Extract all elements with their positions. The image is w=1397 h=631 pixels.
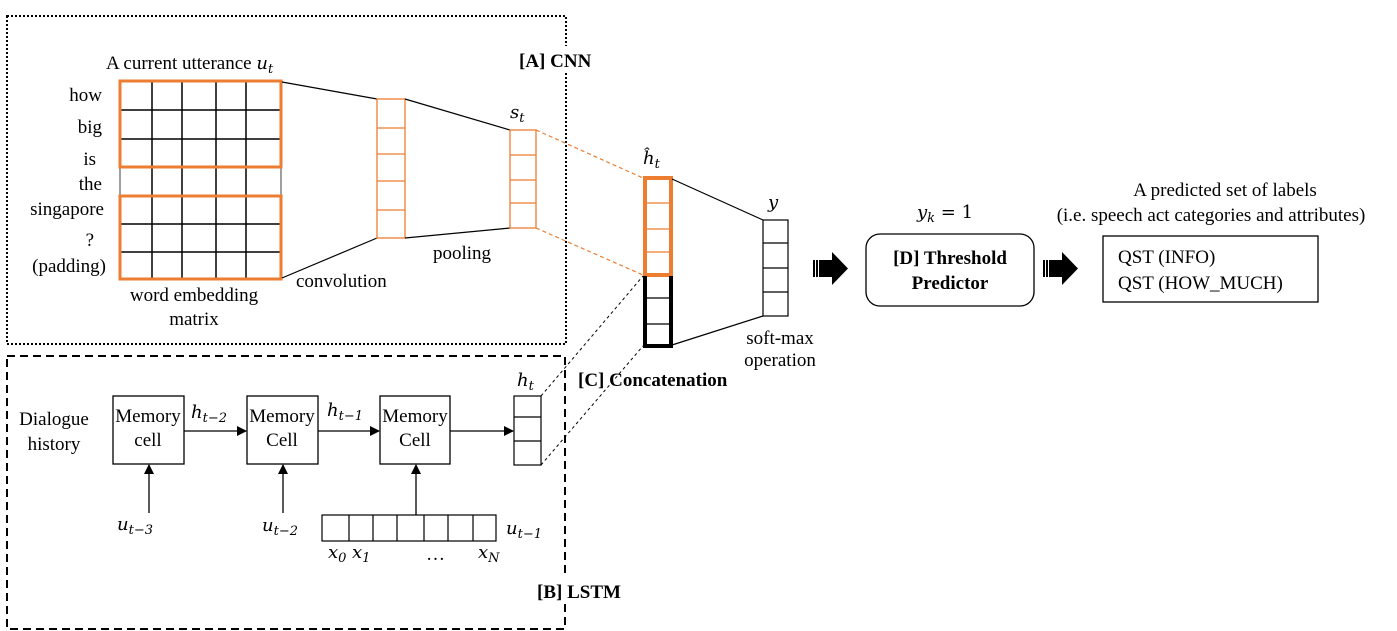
dialogue-history-line1: Dialogue bbox=[19, 409, 89, 430]
sentence-vector-st bbox=[509, 129, 537, 229]
word-label: singapore bbox=[30, 199, 104, 220]
pooling-label: pooling bbox=[433, 243, 492, 264]
block-arrow-right-icon bbox=[1043, 252, 1078, 285]
token-sequence bbox=[321, 514, 497, 542]
cnn-section-border bbox=[6, 15, 567, 345]
word-labels: how big is the singapore ? (padding) bbox=[30, 85, 106, 277]
word-label: is bbox=[83, 149, 96, 170]
memory-cell: Memory cell bbox=[112, 395, 185, 465]
concat-section-label: [C] Concatenation bbox=[578, 370, 728, 391]
st-label: st bbox=[510, 102, 525, 126]
st-projection-top bbox=[535, 129, 644, 179]
filter-window-top bbox=[118, 79, 283, 169]
predicted-label: QST (HOW_MUCH) bbox=[1118, 273, 1283, 294]
history-vector-ht bbox=[513, 395, 542, 466]
dialogue-history-line2: history bbox=[28, 434, 81, 455]
word-label: how bbox=[69, 85, 102, 106]
softmax-connector-top bbox=[671, 178, 764, 221]
word-label: (padding) bbox=[32, 256, 106, 277]
pool-connector-bottom bbox=[404, 227, 511, 239]
ht-projection-top bbox=[540, 275, 644, 397]
matrix-label-line2: matrix bbox=[169, 309, 219, 330]
word-embedding-matrix bbox=[119, 81, 282, 279]
token-label-x1: x1 bbox=[352, 542, 370, 566]
lstm-section-label: [B] LSTM bbox=[537, 582, 621, 603]
conv-connector-bottom bbox=[281, 237, 378, 279]
utterance-title: A current utterance ut bbox=[106, 53, 274, 77]
convolution-label: convolution bbox=[296, 271, 387, 292]
conv-connector-top bbox=[281, 81, 378, 100]
cnn-section-label: [A] CNN bbox=[519, 51, 592, 72]
softmax-label-line2: operation bbox=[744, 350, 816, 371]
ht-projection-bottom bbox=[540, 345, 644, 466]
svg-text:Memory: Memory bbox=[382, 406, 448, 427]
filter-window-bottom bbox=[118, 194, 283, 281]
predicted-label: QST (INFO) bbox=[1118, 247, 1215, 268]
output-vector-y bbox=[762, 219, 789, 317]
lstm-label-bg bbox=[534, 578, 634, 604]
svg-text:Memory: Memory bbox=[249, 406, 315, 427]
ht-label: ht bbox=[517, 370, 535, 394]
word-label: ? bbox=[86, 230, 94, 251]
y-label: y bbox=[767, 192, 779, 213]
lstm-section-border bbox=[6, 355, 566, 630]
pool-connector-top bbox=[404, 98, 511, 131]
token-label-xn: xN bbox=[478, 542, 500, 566]
input-label: ut−1 bbox=[506, 518, 542, 542]
hidden-state-label: ht−1 bbox=[327, 400, 363, 424]
softmax-label-line1: soft-max bbox=[746, 328, 814, 349]
hidden-state-label: ht−2 bbox=[191, 402, 227, 426]
block-arrow-right-icon bbox=[813, 252, 848, 285]
matrix-label-line1: word embedding bbox=[130, 285, 259, 306]
output-title-line2: (i.e. speech act categories and attribut… bbox=[1057, 205, 1366, 226]
threshold-predictor-box bbox=[865, 233, 1035, 307]
word-label: the bbox=[79, 174, 102, 195]
convolution-feature-map bbox=[376, 98, 406, 239]
threshold-label-line2: Predictor bbox=[912, 273, 989, 294]
memory-cell: Memory Cell bbox=[379, 395, 451, 465]
cnn-label-bg bbox=[514, 46, 614, 72]
threshold-label-line1: [D] Threshold bbox=[893, 248, 1007, 269]
word-label: big bbox=[78, 117, 103, 138]
svg-text:Cell: Cell bbox=[399, 430, 431, 451]
concatenated-vector bbox=[643, 176, 673, 348]
svg-text:Memory: Memory bbox=[115, 406, 181, 427]
hhat-label: ĥt bbox=[643, 146, 661, 172]
memory-cell: Memory Cell bbox=[246, 395, 319, 465]
token-ellipsis: … bbox=[426, 544, 445, 565]
threshold-condition: yk = 1 bbox=[916, 202, 973, 226]
svg-text:Cell: Cell bbox=[266, 430, 298, 451]
token-label-x0: x0 bbox=[328, 542, 346, 566]
svg-text:cell: cell bbox=[134, 430, 161, 451]
output-title-line1: A predicted set of labels bbox=[1133, 180, 1317, 201]
input-label: ut−3 bbox=[117, 514, 153, 538]
softmax-connector-bottom bbox=[671, 315, 764, 346]
predicted-labels-box bbox=[1102, 235, 1319, 303]
st-projection-bottom bbox=[535, 227, 644, 276]
input-label: ut−2 bbox=[262, 515, 298, 539]
